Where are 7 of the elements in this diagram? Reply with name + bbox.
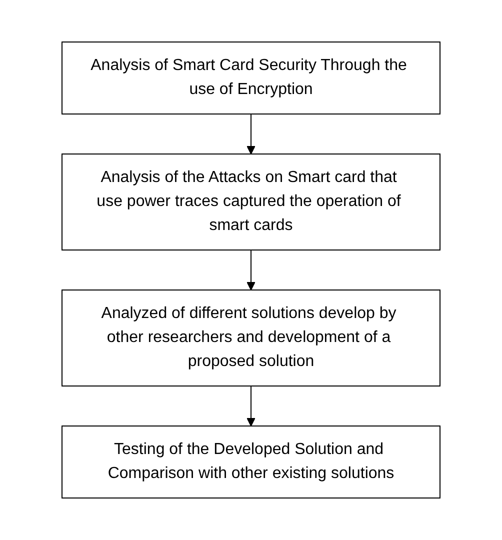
arrow: [246, 114, 256, 154]
node-box: Analysis of the Attacks on Smart card that use power traces captured the operation of smart cards: [62, 154, 440, 250]
arrow: [246, 250, 256, 290]
node-box: Testing of the Developed Solution and Comparison with other existing solutions: [62, 426, 440, 498]
arrow: [246, 386, 256, 426]
node-box: Analysis of Smart Card Security Through the use of Encryption: [62, 42, 440, 114]
node-box: Analyzed of different solutions develop by other researchers and development of a proposed solution: [62, 290, 440, 386]
